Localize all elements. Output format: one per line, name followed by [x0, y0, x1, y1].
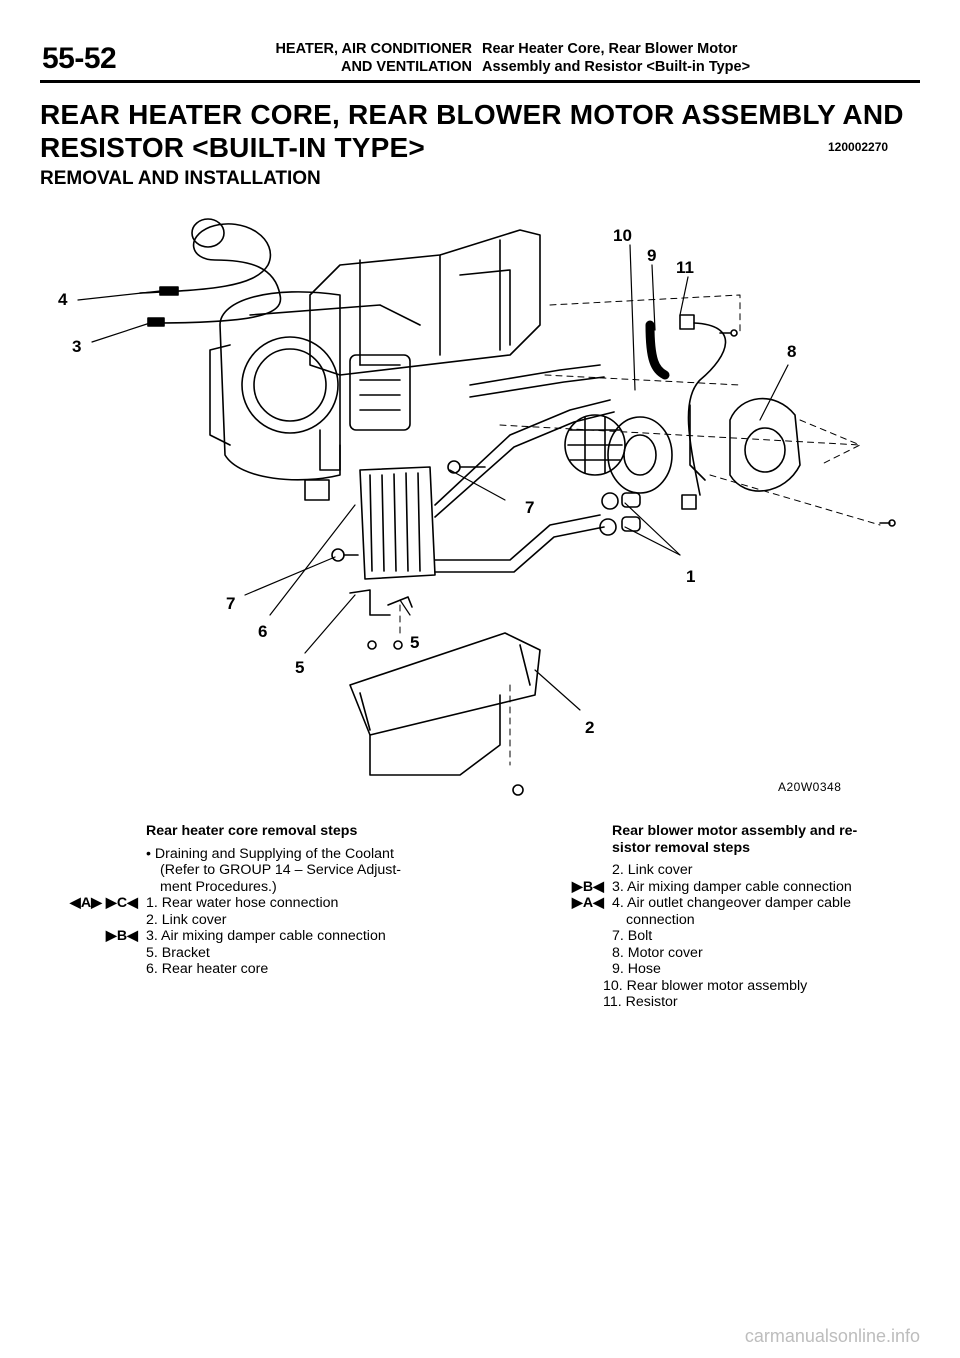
callout-3: 3: [72, 337, 81, 356]
step-row: 5. Bracket: [146, 945, 476, 962]
right-removal-steps: Rear blower motor assembly and re- sisto…: [572, 823, 932, 1011]
watermark: carmanualsonline.info: [744, 1326, 920, 1346]
step-line: 7. Bolt: [612, 928, 653, 944]
title-line-2: RESISTOR <BUILT-IN TYPE>: [40, 132, 425, 163]
callout-11: 11: [676, 258, 694, 277]
step-line: 6. Rear heater core: [146, 961, 269, 977]
document-code: 120002270: [828, 140, 889, 154]
lower-case-shape: [349, 632, 541, 736]
step-line: • Draining and Supplying of the Coolant: [146, 845, 394, 862]
left-steps-heading: Rear heater core removal steps: [146, 823, 358, 839]
step-row: 2. Link cover: [612, 862, 932, 879]
right-heading-line-2: sistor removal steps: [612, 839, 750, 856]
callout-10: 10: [613, 226, 632, 245]
motor-cover-shape: [729, 397, 801, 492]
callout-2: 2: [585, 718, 594, 737]
rear-heater-core-shape: [359, 466, 436, 580]
step-mark: ◀A▶ ▶C◀: [69, 895, 138, 911]
exploded-view-diagram: 1 2 3 4 5 5 6 7 7 8 9 10 11: [58, 218, 896, 796]
step-mark: ▶B◀: [105, 928, 138, 944]
step-row: 9. Hose: [612, 961, 932, 978]
header-rule: [40, 80, 920, 83]
page-number: 55-52: [42, 42, 117, 75]
step-row: 8. Motor cover: [612, 945, 932, 962]
step-line: 2. Link cover: [612, 862, 693, 878]
step-row: 11. Resistor: [603, 994, 932, 1011]
blower-fan: [564, 414, 626, 476]
step-line: 1. Rear water hose connection: [146, 895, 339, 911]
title-line-1: REAR HEATER CORE, REAR BLOWER MOTOR ASSE…: [40, 99, 904, 130]
group-line-1: HEATER, AIR CONDITIONER: [275, 41, 472, 57]
callout-5b: 5: [295, 658, 304, 677]
step-line: 5. Bracket: [146, 944, 210, 961]
callout-4: 4: [58, 290, 68, 309]
step-line: 9. Hose: [612, 961, 661, 977]
step-row: ▶A◀ 4. Air outlet changeover damper cabl…: [572, 895, 932, 928]
callout-6: 6: [258, 622, 267, 641]
damper-cable: [139, 223, 282, 324]
heater-unit-housing: [309, 229, 541, 376]
group-title: HEATER, AIR CONDITIONER AND VENTILATION: [232, 40, 472, 76]
step-mark: ▶A◀: [571, 895, 604, 911]
step-row: ▶B◀ 3. Air mixing damper cable connectio…: [106, 928, 476, 945]
callout-9: 9: [647, 246, 656, 265]
step-line: 2. Link cover: [146, 911, 227, 928]
topic-line-1: Rear Heater Core, Rear Blower Motor: [482, 41, 738, 57]
step-line: ment Procedures.): [160, 878, 277, 895]
group-line-2: AND VENTILATION: [340, 59, 472, 75]
step-line: 10. Rear blower motor assembly: [603, 977, 808, 994]
hose-shape: [645, 320, 670, 380]
right-steps-heading: Rear blower motor assembly and re- sisto…: [612, 823, 932, 856]
figure-code: A20W0348: [778, 780, 842, 794]
left-removal-steps: Rear heater core removal steps • Drainin…: [70, 823, 476, 978]
step-mark: ▶B◀: [571, 878, 604, 895]
step-line: (Refer to GROUP 14 – Service Adjust-: [160, 862, 402, 878]
right-heading-line-1: Rear blower motor assembly and re-: [612, 823, 858, 839]
step-line: 8. Motor cover: [612, 944, 703, 961]
step-line: 3. Air mixing damper cable connection: [146, 928, 386, 944]
section-heading: REMOVAL AND INSTALLATION: [40, 168, 321, 189]
step-line: 11. Resistor: [603, 994, 678, 1010]
blower-scroll-housing: [219, 291, 341, 481]
callout-7a: 7: [525, 498, 534, 517]
step-row: ◀A▶ ▶C◀ 1. Rear water hose connection: [70, 895, 476, 912]
page-title: REAR HEATER CORE, REAR BLOWER MOTOR ASSE…: [40, 98, 904, 164]
topic-title: Rear Heater Core, Rear Blower Motor Asse…: [482, 40, 750, 76]
callout-1: 1: [686, 567, 695, 586]
callout-7b: 7: [226, 594, 235, 613]
step-row: 2. Link cover: [146, 912, 476, 929]
step-row: 10. Rear blower motor assembly: [603, 978, 932, 995]
step-row: • Draining and Supplying of the Coolant …: [146, 846, 476, 896]
step-row: 6. Rear heater core: [146, 961, 476, 978]
step-row: ▶B◀ 3. Air mixing damper cable connectio…: [572, 878, 932, 896]
topic-line-2: Assembly and Resistor <Built-in Type>: [482, 59, 751, 75]
step-line: connection: [626, 911, 695, 928]
step-line: 4. Air outlet changeover damper cable: [612, 895, 851, 911]
callout-5a: 5: [410, 633, 419, 652]
callout-8: 8: [787, 342, 796, 361]
step-line: 3. Air mixing damper cable connection: [612, 878, 852, 895]
step-row: 7. Bolt: [612, 928, 932, 945]
